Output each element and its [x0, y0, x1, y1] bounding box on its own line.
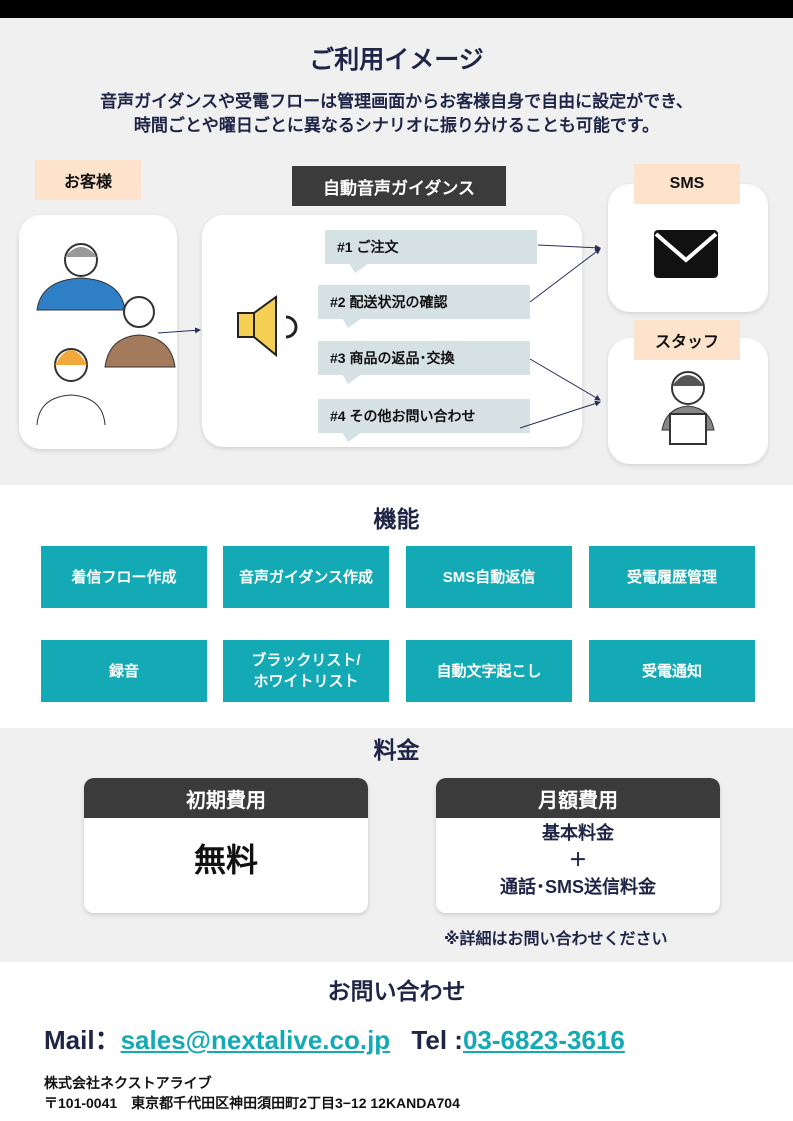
company-address: 〒101-0041 東京都千代田区神田須田町2丁目3−12 12KANDA704	[44, 1095, 460, 1111]
tel-label: Tel :	[411, 1025, 463, 1055]
company-info: 株式会社ネクストアライブ 〒101-0041 東京都千代田区神田須田町2丁目3−…	[44, 1073, 460, 1113]
feature-item: 着信フロー作成	[41, 546, 207, 608]
tel-link[interactable]: 03-6823-3616	[462, 1025, 625, 1055]
sms-label: SMS	[634, 164, 740, 204]
feature-item: 自動文字起こし	[406, 640, 572, 702]
lead-line: 音声ガイダンスや受電フローは管理画面からお客様自身で自由に設定ができ、	[100, 92, 693, 111]
feature-item: 受電通知	[589, 640, 755, 702]
contact-title: お問い合わせ	[327, 978, 466, 1004]
option-1: #1 ご注文	[325, 230, 537, 273]
usage-lead: 音声ガイダンスや受電フローは管理画面からお客様自身で自由に設定ができ、時間ごとや…	[0, 90, 793, 138]
initial-cost-header: 初期費用	[84, 778, 368, 818]
feature-item: 録音	[41, 640, 207, 702]
customers-illustration	[36, 243, 176, 426]
sms-card	[608, 184, 768, 312]
feature-item: ブラックリスト/ ホワイトリスト	[223, 640, 389, 702]
monthly-line2: 通話･SMS送信料金	[499, 877, 656, 897]
pricing-title: 料金	[373, 737, 420, 763]
customer-label: お客様	[35, 160, 141, 200]
initial-cost-box: 初期費用 無料	[84, 778, 368, 913]
monthly-plus: ＋	[569, 850, 587, 870]
usage-title: ご利用イメージ	[309, 46, 484, 74]
lead-line: 時間ごとや曜日ごとに異なるシナリオに振り分けることも可能です。	[133, 116, 660, 135]
pricing-note: ※詳細はお問い合わせください	[444, 931, 668, 948]
monthly-cost-header: 月額費用	[436, 778, 720, 818]
mail-label: Mail：	[44, 1025, 121, 1055]
guidance-label: 自動音声ガイダンス	[292, 166, 506, 206]
top-bar	[0, 0, 793, 18]
staff-label: スタッフ	[634, 320, 740, 360]
contact-line: Mail：sales@nextalive.co.jp Tel :03-6823-…	[44, 1020, 625, 1057]
features-title: 機能	[373, 506, 420, 532]
mail-icon	[654, 230, 718, 278]
feature-item: 音声ガイダンス作成	[223, 546, 389, 608]
staff-illustration	[661, 371, 715, 445]
initial-cost-value: 無料	[193, 842, 258, 878]
feature-item: 受電履歴管理	[589, 546, 755, 608]
company-name: 株式会社ネクストアライブ	[44, 1075, 212, 1091]
monthly-cost-box: 月額費用 基本料金 ＋ 通話･SMS送信料金	[436, 778, 720, 913]
option-3: #3 商品の返品･交換	[318, 341, 530, 384]
mail-link[interactable]: sales@nextalive.co.jp	[120, 1025, 391, 1055]
option-2: #2 配送状況の確認	[318, 285, 530, 328]
customers-card	[19, 215, 177, 449]
option-4: #4 その他お問い合わせ	[318, 399, 530, 442]
speaker-icon	[237, 295, 298, 358]
monthly-line1: 基本料金	[542, 823, 614, 843]
flow-arrows	[157, 244, 601, 429]
feature-item: SMS自動返信	[406, 546, 572, 608]
